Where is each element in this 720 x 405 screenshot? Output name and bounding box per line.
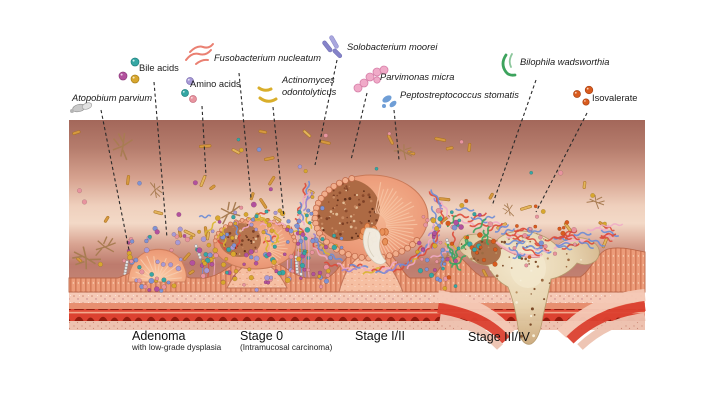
stage-0-subtitle: (Intramucosal carcinoma) [240, 343, 333, 352]
label-actinomyces-line2: odontolyticus [282, 86, 337, 97]
blue-cocci-icon [382, 95, 397, 108]
stage-label-stage3-4: Stage III/IV [468, 330, 530, 344]
stage-label-stage0: Stage 0 (Intramucosal carcinoma) [240, 329, 332, 352]
submucosa-layer [69, 292, 645, 303]
label-amino-acids: Amino acids [190, 79, 241, 89]
label-solobacterium-moorei: Solobacterium moorei [347, 42, 438, 52]
serosa-layer [69, 321, 645, 330]
stage34-biofilm [446, 207, 624, 271]
stage-label-stage1-2: Stage I/II [355, 329, 405, 343]
submucosa-band [69, 303, 645, 309]
stage-0-title: Stage 0 [240, 329, 284, 343]
stage34-tumor [437, 230, 646, 350]
isovalerate-dots-icon [573, 85, 594, 106]
label-atopobium-parvium: Atopobium parvium [72, 93, 153, 103]
muscularis-layer [69, 309, 645, 321]
stage-1-2-title: Stage I/II [355, 329, 406, 343]
stage-adenoma-subtitle: with low-grade dysplasia [132, 343, 222, 352]
label-fusobacterium-nucleatum: Fusobacterium nucleatum [214, 53, 321, 63]
label-actinomyces-odontolyticus: Actinomyces odontolyticus [282, 75, 336, 98]
wall-invagination [437, 289, 646, 350]
label-actinomyces-line1: Actinomyces [282, 75, 335, 85]
metabolite-dot-clouds [122, 194, 577, 293]
label-peptostreptococcus-stomatis: Peptostreptococcus stomatis [400, 90, 519, 100]
yellow-branching-rods-icon [257, 86, 278, 103]
label-bile-acids: Bile acids [139, 63, 179, 73]
bile-acids-dots-icon [118, 57, 140, 84]
label-parvimonas-micra: Parvimonas micra [380, 72, 455, 82]
purple-rods-icon [322, 35, 343, 59]
label-bilophila-wadsworthia: Bilophila wadsworthia [520, 57, 610, 67]
stage-label-adenoma: Adenoma with low-grade dysplasia [132, 329, 221, 352]
colon-illustration [68, 120, 646, 350]
label-isovalerate: Isovalerate [592, 93, 638, 103]
pink-spindle-rods-icon [185, 43, 214, 65]
stage-adenoma-title: Adenoma [132, 329, 186, 343]
green-curved-rod-icon [501, 53, 517, 77]
stage-3-4-title: Stage III/IV [468, 330, 530, 344]
